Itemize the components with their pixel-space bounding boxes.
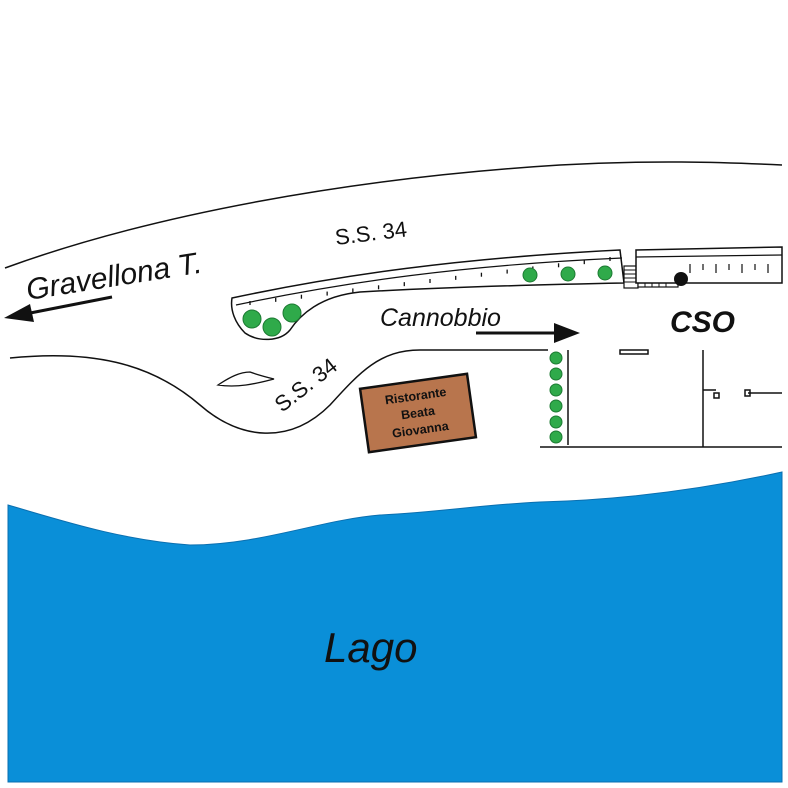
cso-building-ticks: [689, 264, 769, 273]
tree: [549, 351, 563, 365]
tree: [549, 399, 563, 413]
cso-label: CSO: [670, 306, 735, 339]
restaurant-sign: Ristorante Beata Giovanna: [358, 372, 478, 454]
traffic-island: [216, 371, 275, 387]
lake-area: [7, 471, 783, 783]
trees-ramp: [242, 265, 613, 337]
tree: [549, 367, 563, 381]
road-edge-lower: [9, 349, 548, 434]
cso-building-rail: [635, 254, 783, 258]
tree: [262, 317, 282, 337]
arrow-right-icon: [476, 323, 580, 343]
arrow-left-icon: [4, 295, 113, 322]
tree: [242, 309, 262, 329]
tree: [522, 267, 538, 283]
tree: [560, 266, 576, 282]
trees-wall: [549, 351, 563, 444]
ss34-top-label: S.S. 34: [334, 216, 409, 250]
overpass-rail: [235, 257, 623, 306]
gravellona-label: Gravellona T.: [24, 247, 204, 307]
ss34-bottom-label: S.S. 34: [270, 353, 342, 417]
tree: [597, 265, 613, 281]
cannobbio-label: Cannobbio: [380, 304, 501, 332]
tree: [549, 430, 563, 444]
lago-label: Lago: [324, 624, 417, 671]
tree: [549, 415, 563, 429]
road-edge-upper: [4, 161, 783, 269]
property-walls: [540, 349, 782, 448]
restaurant-line2: Beata: [400, 404, 437, 423]
tree: [282, 303, 302, 323]
tree: [549, 383, 563, 397]
cso-location-marker: [674, 272, 688, 286]
cso-building-outline: [635, 246, 783, 284]
overpass-rail-ticks: [249, 257, 611, 305]
